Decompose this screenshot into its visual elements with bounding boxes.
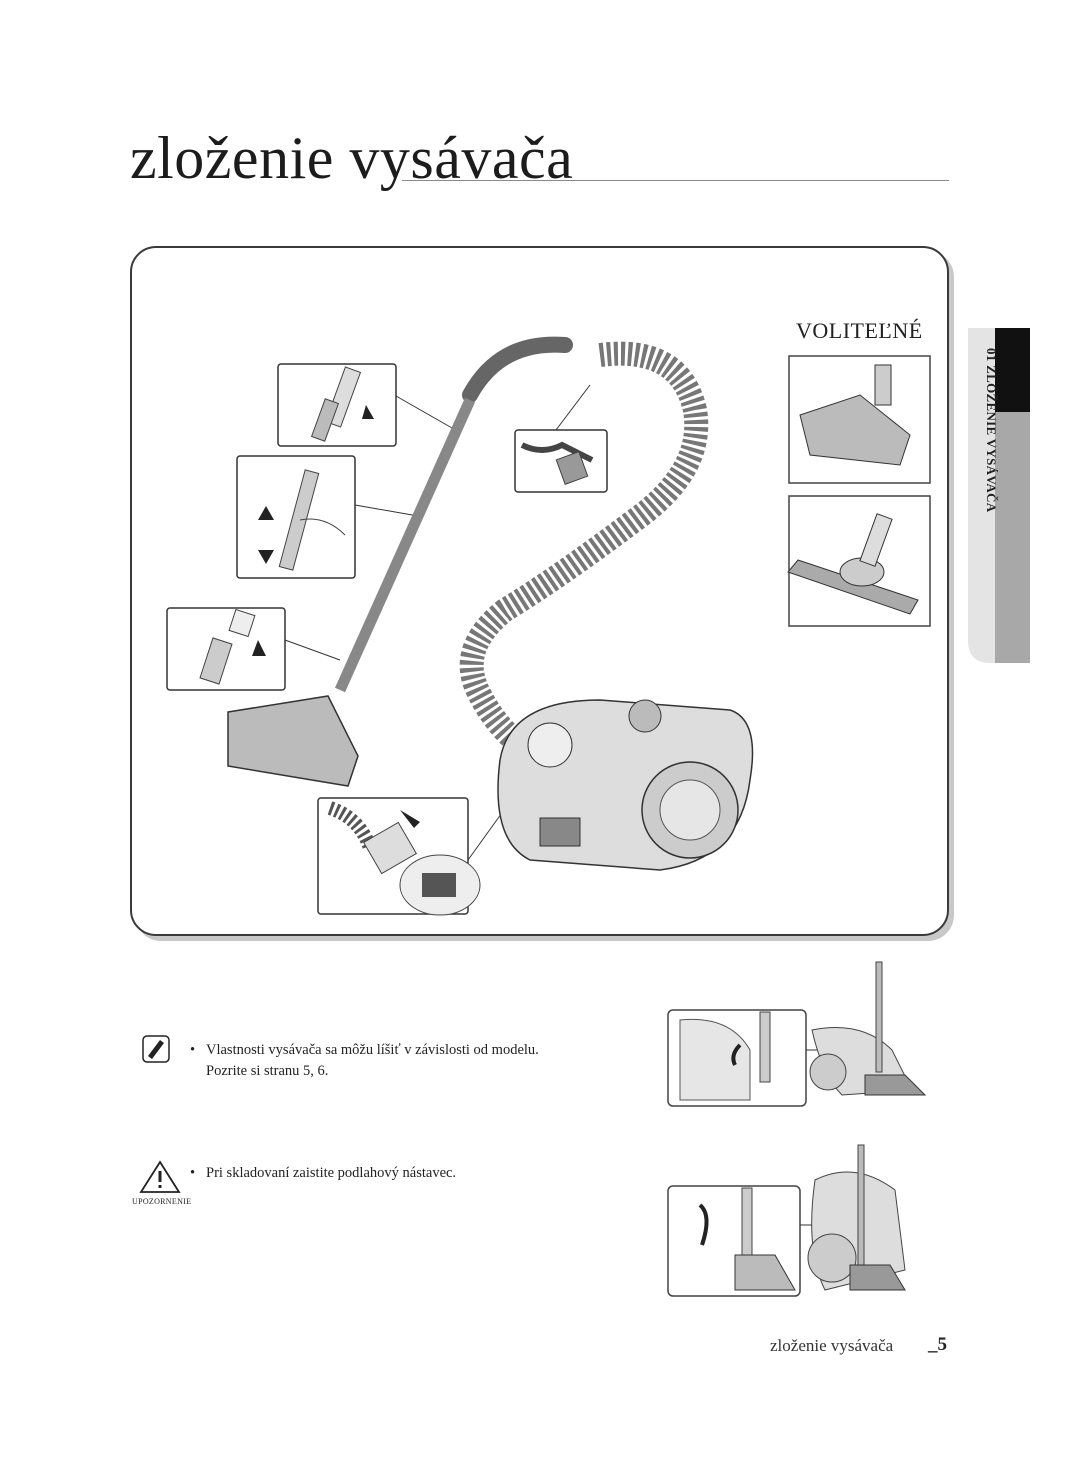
side-chapter-tab [968,328,1030,663]
warning-triangle-icon [139,1160,181,1193]
caution-label: UPOZORNENIE [132,1197,192,1206]
optional-turbo-brush-image [788,355,931,484]
callout-hose-connect [317,759,541,916]
optional-accessories-label: VOLITEĽNÉ [796,318,923,343]
pencil-note-icon [142,1035,170,1063]
vacuum-cleaner-drawing [227,336,754,871]
note-line-1: Vlastnosti vysávača sa môžu líšiť v závi… [206,1042,539,1058]
caution-line: Pri skladovaní zaistite podlahový nástav… [206,1165,457,1181]
optional-floor-brush-image [787,495,931,627]
note-text: • Vlastnosti vysávača sa môžu líšiť v záv… [190,1040,610,1082]
title-rule [402,180,949,181]
callout-length-adjust [236,455,419,579]
footer-section-title: zloženie vysávača [770,1336,894,1355]
callout-hose-handle [514,384,608,493]
page-number: _5 [928,1334,947,1355]
storage-illustration-bottom [667,1144,906,1297]
side-tab-label: 01 ZLOŽENIE VYSÁVAČA [984,348,999,513]
page-title: zloženie vysávača [130,125,574,191]
caution-text: • Pri skladovaní zaistite podlahový násta… [190,1163,610,1184]
callout-nozzle-attach [166,607,341,691]
storage-illustration-top [667,961,927,1107]
bullet-dot: • [190,1165,196,1181]
note-line-2: Pozrite si stranu 5, 6. [206,1063,329,1079]
bullet-dot: • [190,1042,196,1058]
callout-pipe-insert [277,363,453,447]
